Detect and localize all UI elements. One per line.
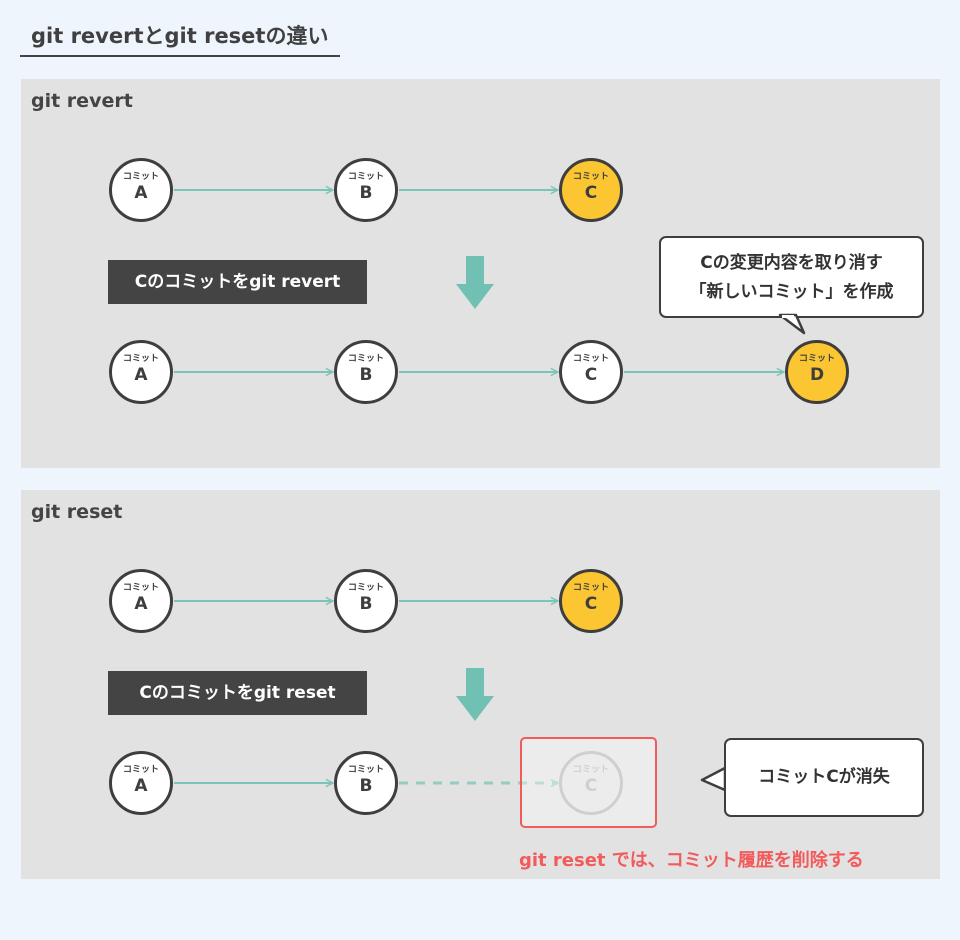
page-title: git revertとgit resetの違い [31,24,329,48]
title-underline [20,55,340,57]
revert-callout-line-1: Cの変更内容を取り消す [700,253,883,273]
reset-callout: コミットCが消失 [724,738,924,817]
commit-letter: A [134,594,148,614]
commit-caption: コミット [347,765,384,775]
commit-letter: C [584,183,598,203]
commit-letter: B [359,594,373,614]
reset-operation-label: Cのコミットをgit reset [108,671,367,715]
commit-caption: コミット [347,172,384,182]
commit-caption: コミット [122,172,159,182]
commit-letter: A [134,365,148,385]
reset-panel-label: git reset [31,501,123,523]
commit-caption: コミット [122,583,159,593]
commit-caption: コミット [122,354,159,364]
commit-caption: コミット [347,583,384,593]
commit-caption: コミット [122,765,159,775]
revert-callout-line-2: 「新しいコミット」を作成 [689,282,894,302]
commit-caption: コミット [572,172,609,182]
commit-letter: D [809,365,825,385]
commit-caption: コミット [347,354,384,364]
commit-letter: B [359,183,373,203]
revert-panel-label: git revert [31,90,133,112]
revert-operation-label: Cのコミットをgit revert [108,260,367,304]
down-arrow-icon [456,668,494,721]
commit-caption: コミット [798,354,835,364]
down-arrow-icon [456,256,494,309]
commit-letter: B [359,776,373,796]
revert-callout: Cの変更内容を取り消す 「新しいコミット」を作成 [659,236,924,318]
commit-letter: A [134,776,148,796]
commit-caption: コミット [572,583,609,593]
reset-note: git reset では、コミット履歴を削除する [519,850,864,871]
commit-caption: コミット [572,354,609,364]
commit-letter: B [359,365,373,385]
commit-caption: コミット [572,765,609,775]
commit-letter: C [584,594,598,614]
commit-letter: C [584,776,598,796]
commit-letter: C [584,365,598,385]
commit-letter: A [134,183,148,203]
